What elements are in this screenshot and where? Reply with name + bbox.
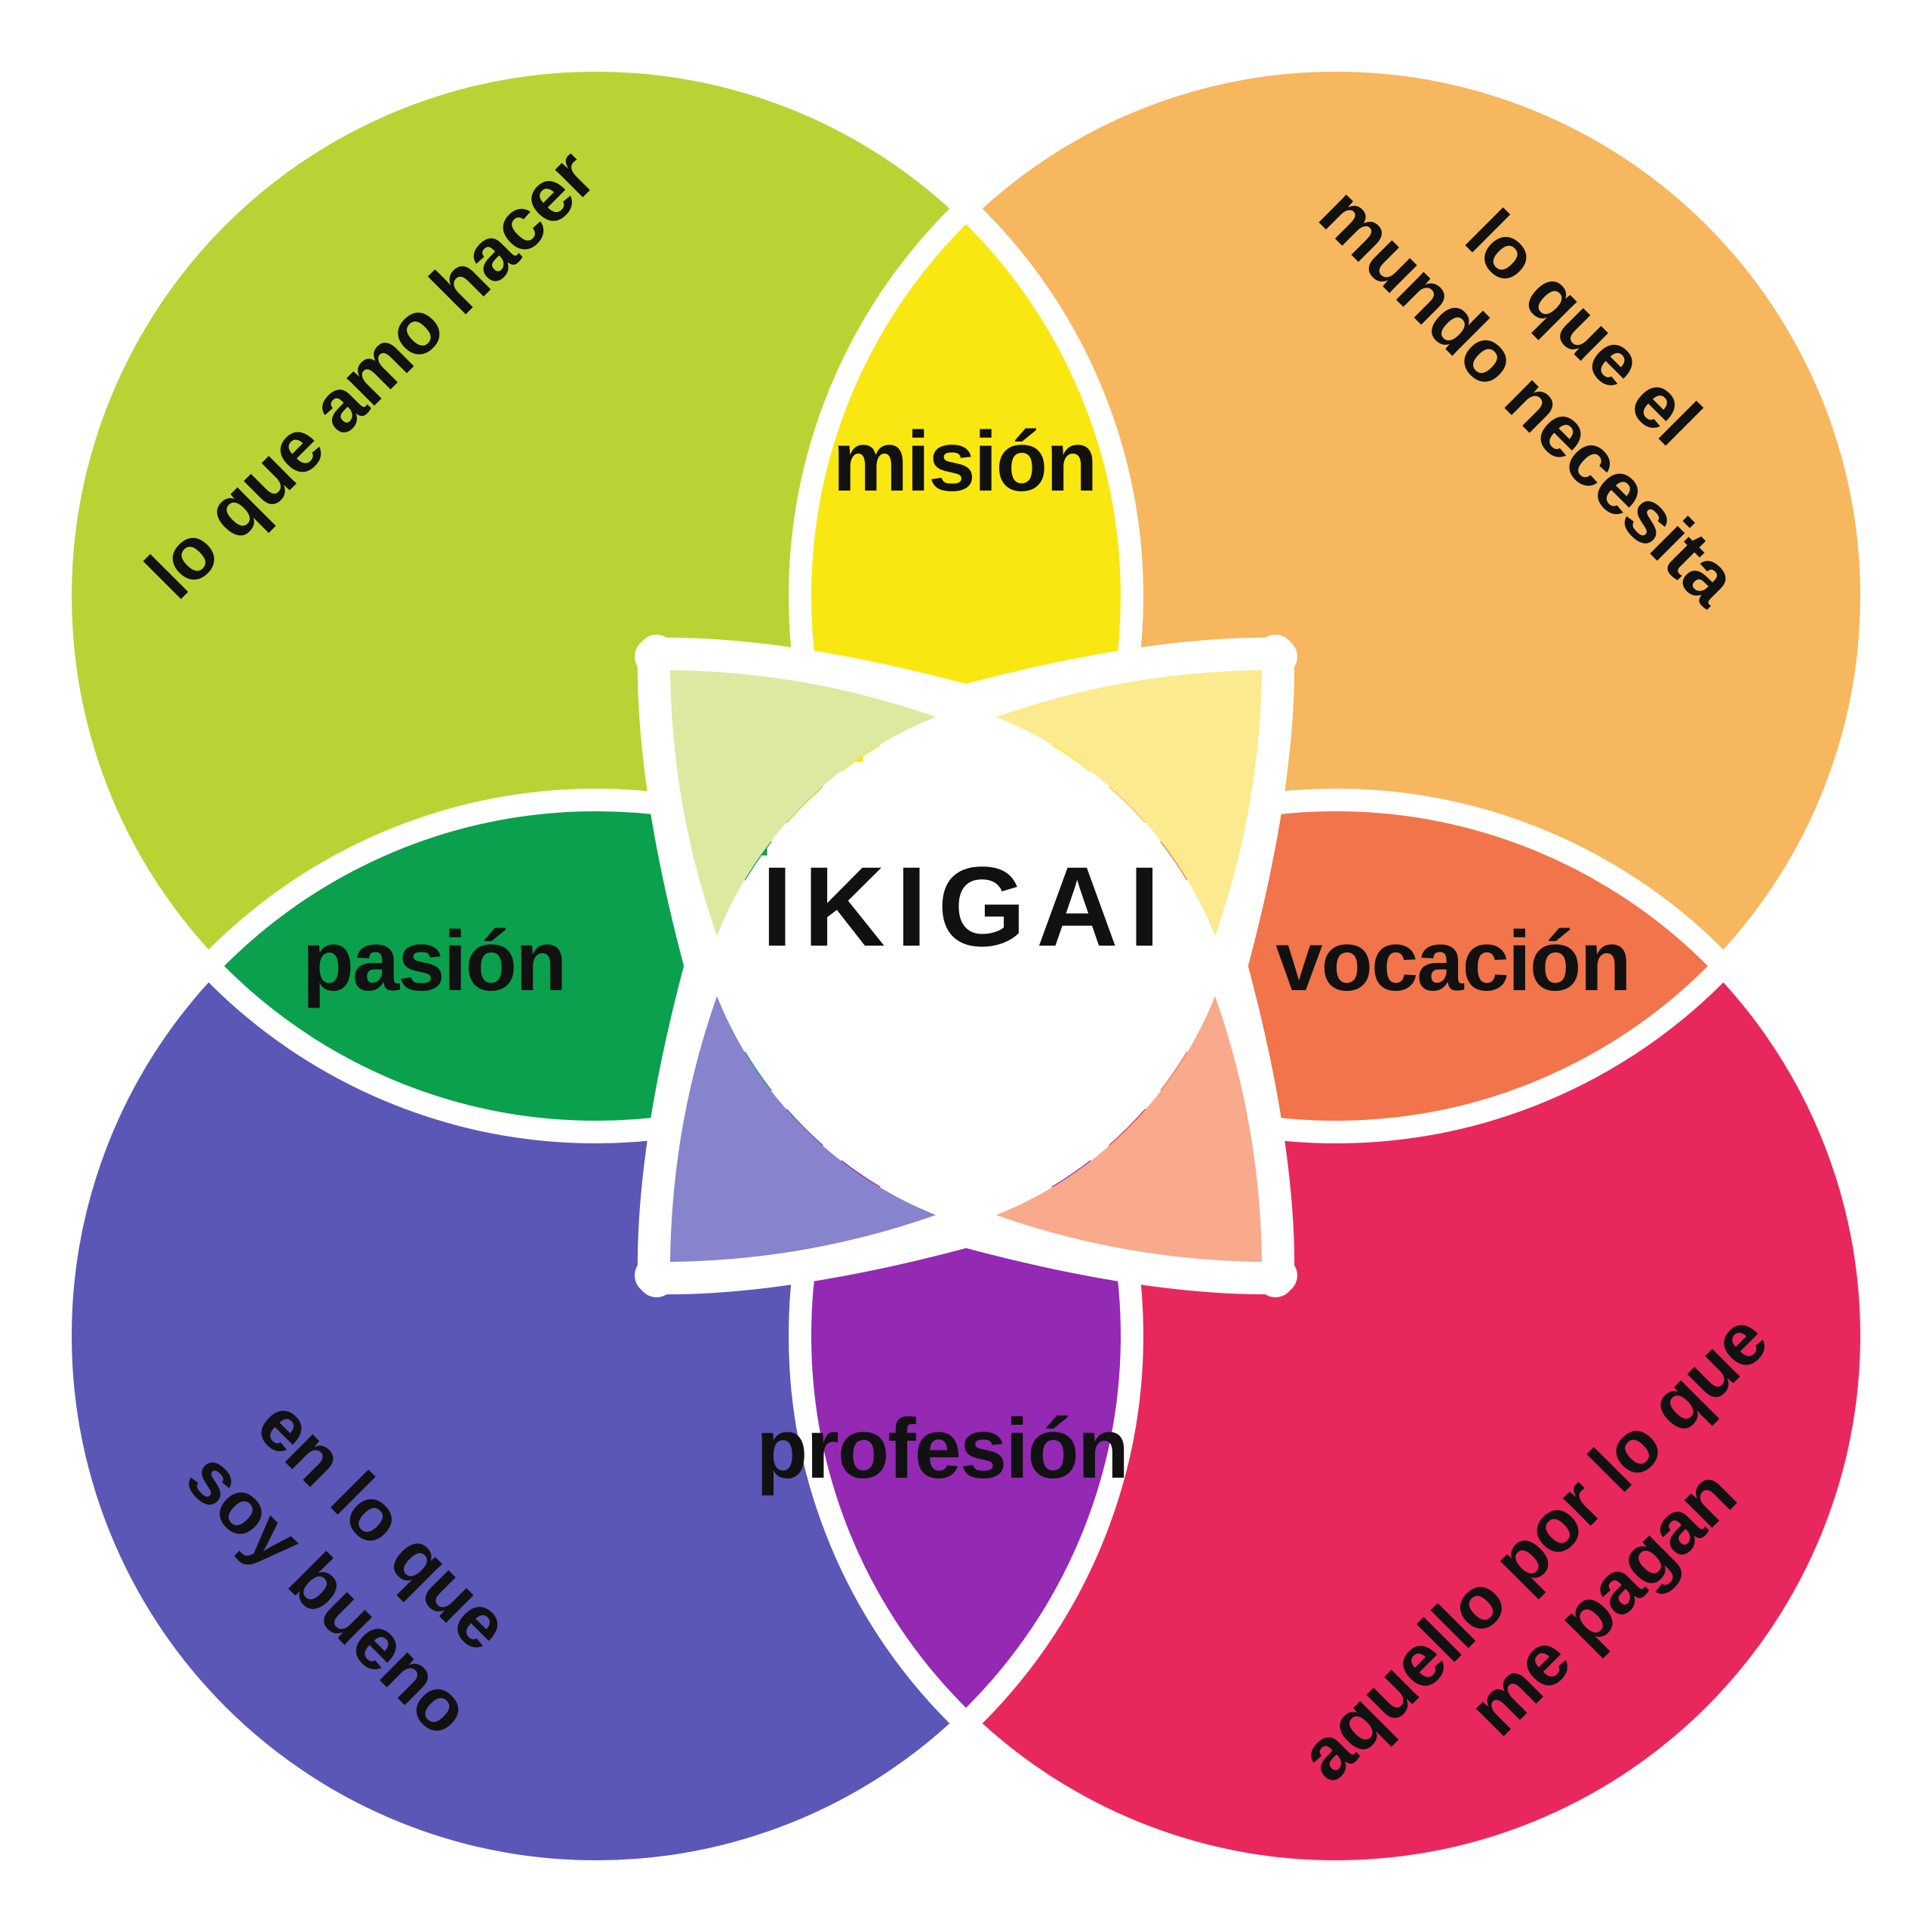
center-label: IKIGAI (761, 843, 1171, 970)
label-vocacion: vocación (1275, 914, 1630, 1008)
label-mision: misión (833, 414, 1097, 509)
rim-bottom-left (49, 789, 1143, 1883)
label-profesion: profesión (756, 1401, 1128, 1496)
label-pasion: pasión (303, 914, 566, 1008)
rim-bottom-right (789, 789, 1883, 1883)
rim-top-right (789, 49, 1883, 1143)
rim-top-left (49, 49, 1143, 1143)
center-blob (707, 707, 1225, 1225)
